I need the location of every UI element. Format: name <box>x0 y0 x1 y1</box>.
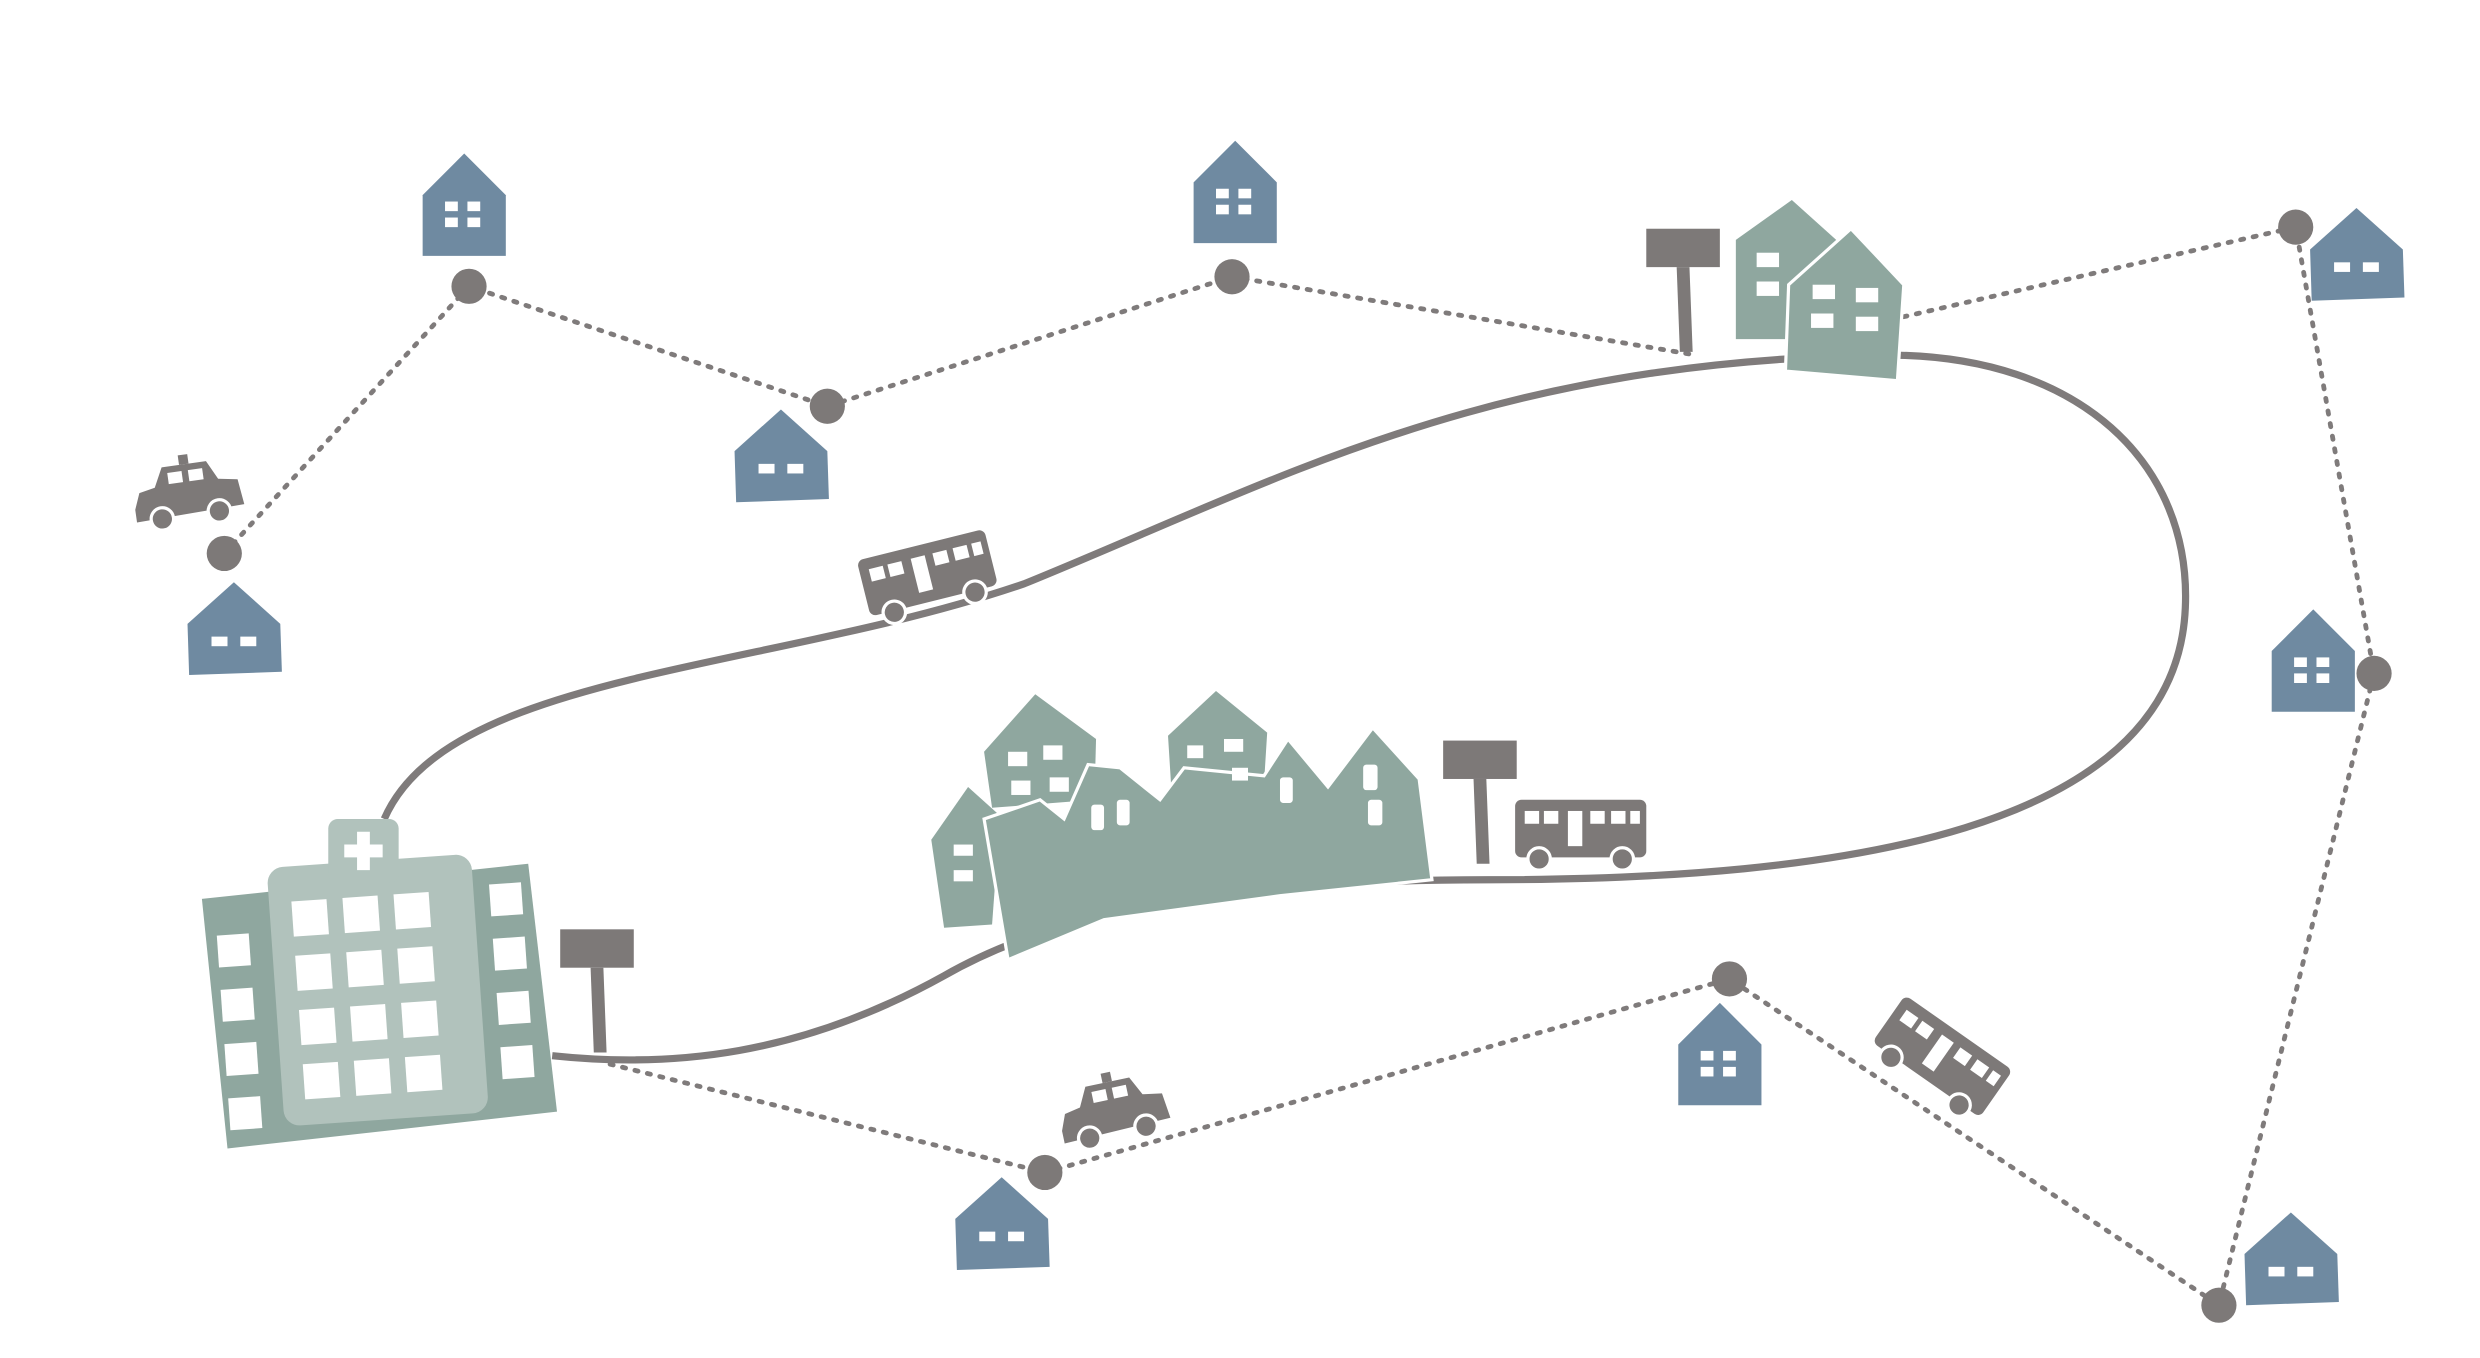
bus-icon <box>1513 798 1648 872</box>
bus-stop-icon <box>1646 228 1720 352</box>
stop-dot-icon[interactable] <box>206 535 242 572</box>
house-icon <box>734 409 829 503</box>
taxi-icon <box>126 445 248 536</box>
stop-dot-icon[interactable] <box>2278 209 2314 245</box>
stop-dot-icon[interactable] <box>1027 1154 1063 1191</box>
house-icon <box>1193 140 1277 244</box>
bus-icon <box>1863 993 2015 1130</box>
hospital-icon <box>201 818 558 1149</box>
house-icon <box>2310 207 2405 301</box>
stop-dot-icon[interactable] <box>1711 961 1748 997</box>
dotted-line-west <box>221 274 1699 556</box>
town-icon <box>931 690 1434 962</box>
house-icon <box>422 153 506 256</box>
stop-dots <box>206 209 2392 1323</box>
house-icon <box>955 1177 1050 1271</box>
house-icon <box>2244 1212 2339 1306</box>
house-icon <box>2271 609 2355 712</box>
stop-dot-icon[interactable] <box>1214 259 1250 295</box>
stop-dot-icon[interactable] <box>2201 1287 2237 1323</box>
bus-stops <box>560 228 1720 1053</box>
houses <box>187 140 2405 1306</box>
bus-stop-icon <box>560 929 634 1053</box>
bus-stop-icon <box>1443 740 1517 864</box>
stop-dot-icon[interactable] <box>2356 655 2392 691</box>
house-icon <box>1678 1002 1762 1106</box>
house-icon <box>187 582 282 676</box>
stop-dot-icon[interactable] <box>809 388 845 424</box>
green-houses-top <box>1735 199 1906 383</box>
stop-dot-icon[interactable] <box>451 268 487 304</box>
bus-route-loop <box>380 351 2190 1064</box>
